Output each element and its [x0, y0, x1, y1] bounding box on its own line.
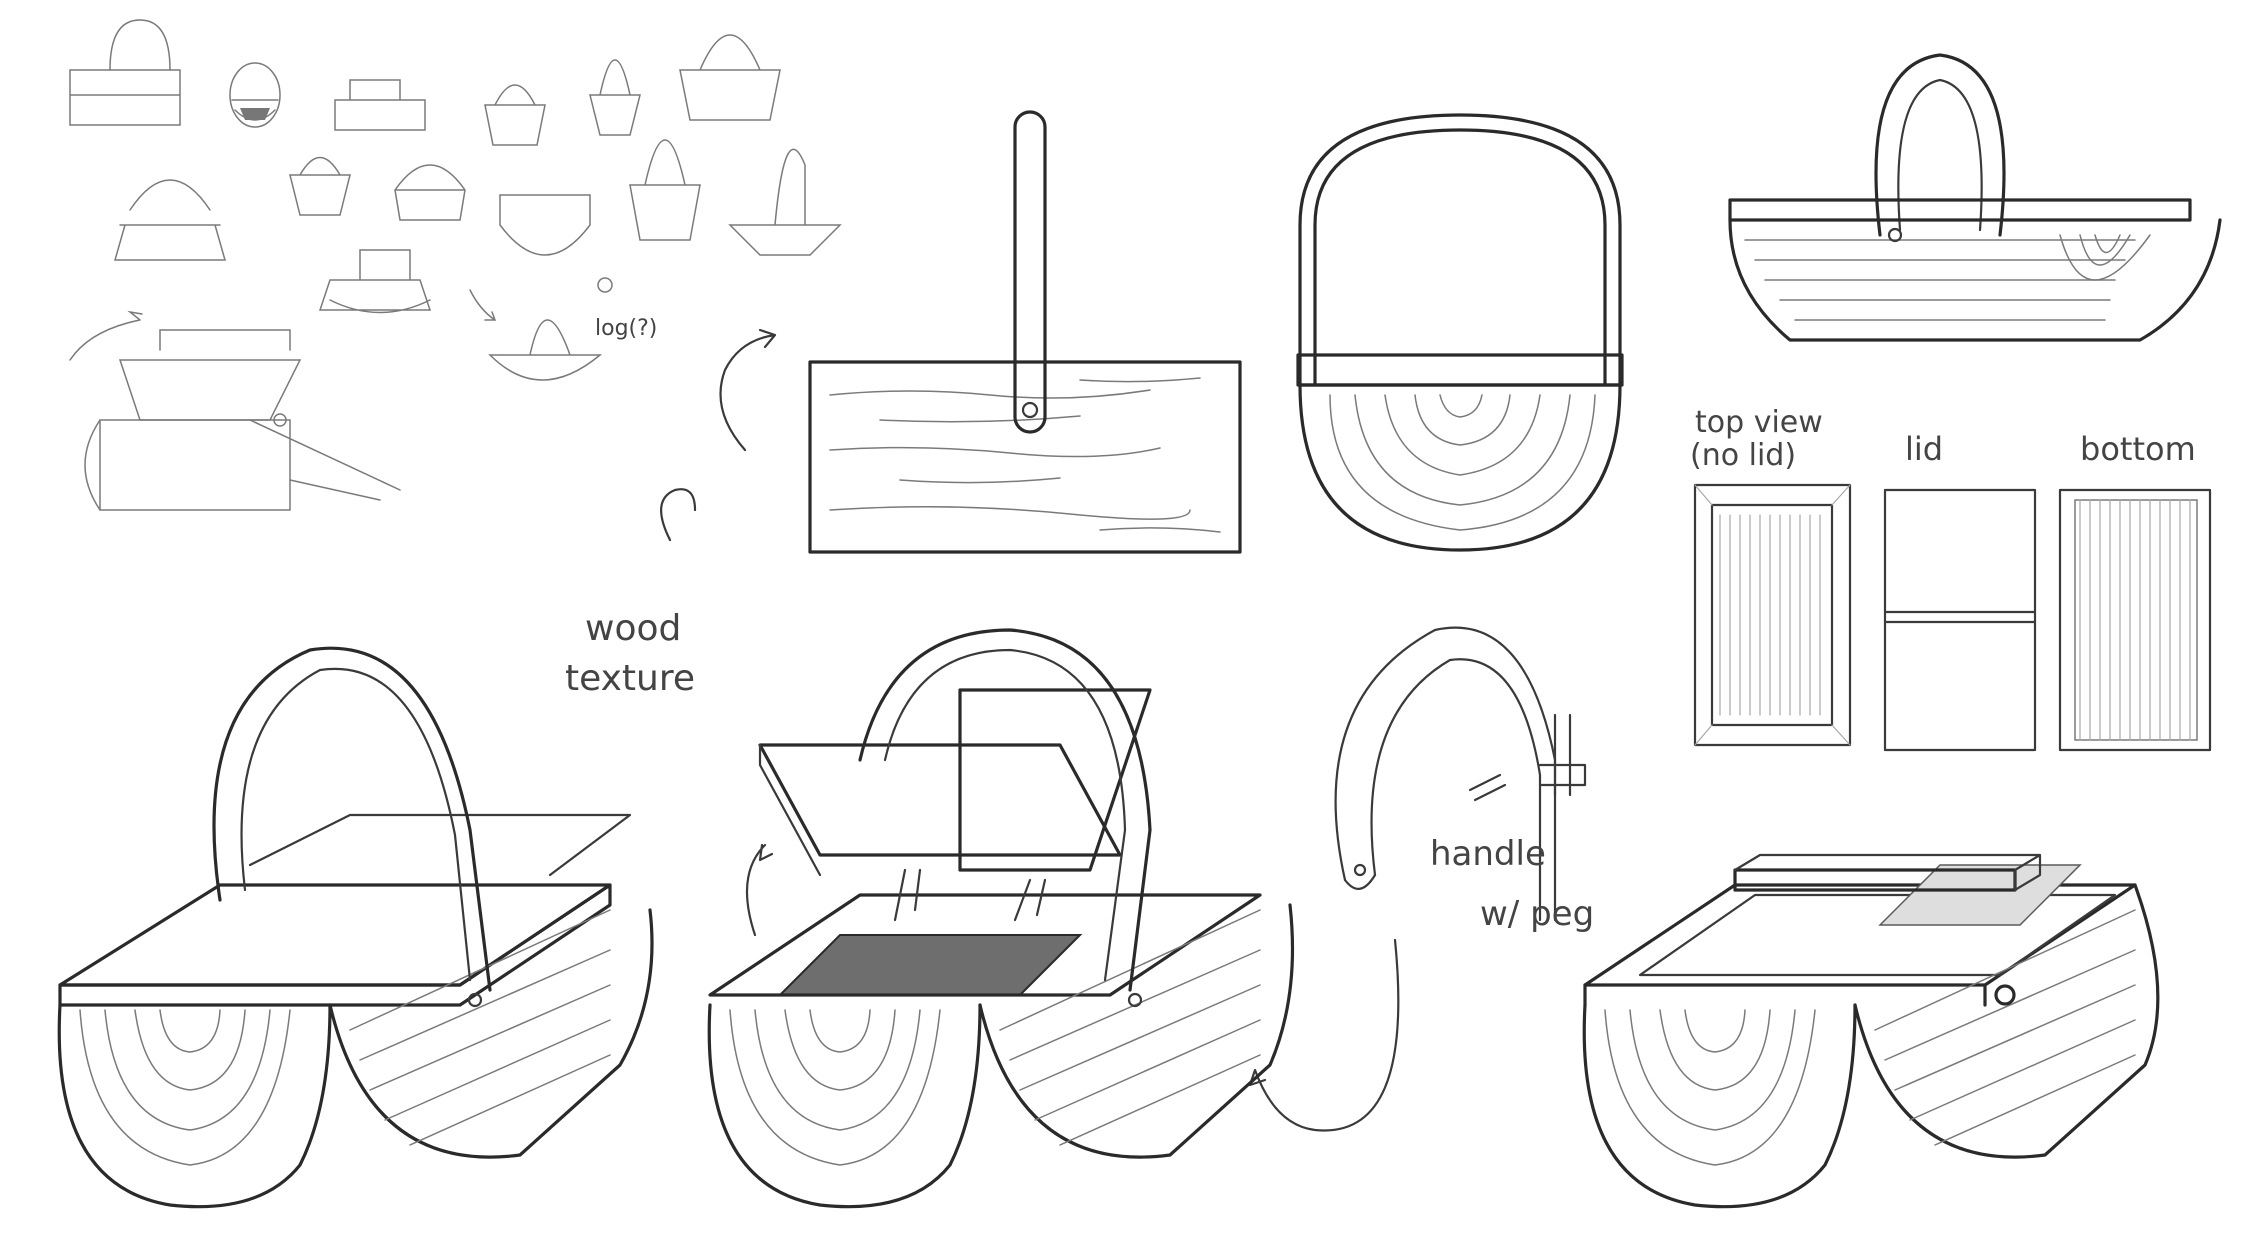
wood-texture-note: wood texture: [565, 328, 777, 699]
perspective-top: [1582, 853, 2160, 1209]
open-handle: [858, 628, 1152, 992]
perspective-open: [707, 628, 1295, 1209]
handle-detail: handle w/ peg: [1248, 626, 1594, 1132]
thumb-4: [484, 84, 546, 146]
wood-texture-label-2: texture: [565, 658, 695, 699]
orthographic-panels: top view (no lid) lid bottom: [1690, 405, 2212, 752]
top-interior: [1878, 864, 2082, 926]
perspective-closed: [57, 646, 654, 1209]
top-view-label-2: (no lid): [1690, 438, 1796, 473]
open-arrow: [745, 843, 774, 937]
thumb-5: [589, 59, 641, 136]
thumb-7: [114, 179, 226, 261]
thumb-15-log: [69, 310, 401, 511]
closed-log-end: [57, 1003, 332, 1209]
lid-panel: [1883, 488, 2037, 752]
lid-label: lid: [1905, 430, 1943, 468]
thumb-8: [289, 156, 351, 216]
end-view-handle-outer: [1298, 113, 1622, 387]
thumb-9: [394, 164, 466, 221]
side-view-wood-plank: [808, 110, 1242, 554]
handle-detail-outer: [1334, 626, 1557, 922]
angled-view-grain: [1744, 234, 2151, 321]
closed-side-grain: [349, 909, 611, 1146]
thumb-14: [469, 289, 603, 381]
open-interior-floor: [777, 934, 1083, 996]
peg-icon: [1538, 713, 1587, 797]
handle-label-2: w/ peg: [1480, 894, 1594, 934]
wood-texture-arrow: [719, 328, 777, 452]
open-log-rings: [729, 1009, 941, 1166]
thumb-1: [69, 19, 181, 126]
top-view-panel: [1693, 483, 1852, 747]
open-log-end: [707, 1003, 982, 1209]
thumb-12: [728, 148, 842, 256]
top-side-grain: [1874, 909, 2136, 1146]
top-log-rings: [1604, 1009, 1816, 1166]
top-rim: [1583, 883, 2137, 987]
end-view-rings: [1329, 394, 1596, 531]
closed-log-rings: [79, 1009, 291, 1166]
bottom-panel: [2058, 488, 2212, 752]
thumb-13: [318, 249, 432, 314]
plank-handle: [1013, 110, 1047, 434]
plank-grain: [829, 377, 1221, 533]
top-log-end: [1582, 1003, 1857, 1209]
log-note-mark: [597, 277, 613, 293]
thumb-6: [679, 34, 781, 121]
end-view-basket: [1296, 113, 1624, 552]
open-lid-front: [758, 743, 1122, 857]
closed-lid-top: [58, 883, 612, 987]
top-peg: [1994, 984, 2016, 1006]
closed-handle: [212, 646, 492, 992]
bottom-label: bottom: [2080, 430, 2196, 468]
thumb-10: [499, 194, 591, 256]
handle-detail-arrow: [1248, 938, 1400, 1132]
end-view-log-body: [1298, 383, 1622, 552]
wood-texture-label-1: wood: [585, 608, 681, 649]
thumb-3: [334, 79, 426, 131]
angled-view-log-body: [1728, 218, 2222, 342]
top-view-label-1: top view: [1695, 405, 1823, 440]
thumb-11: [629, 139, 701, 241]
angled-view-basket: [1728, 53, 2222, 342]
thumb-2: [229, 62, 281, 128]
log-note-label: log(?): [595, 316, 657, 341]
handle-peg: [1021, 401, 1039, 419]
handle-label-1: handle: [1430, 834, 1546, 874]
plank-body: [808, 360, 1242, 554]
thumbnail-sketches: log(?): [69, 19, 842, 511]
